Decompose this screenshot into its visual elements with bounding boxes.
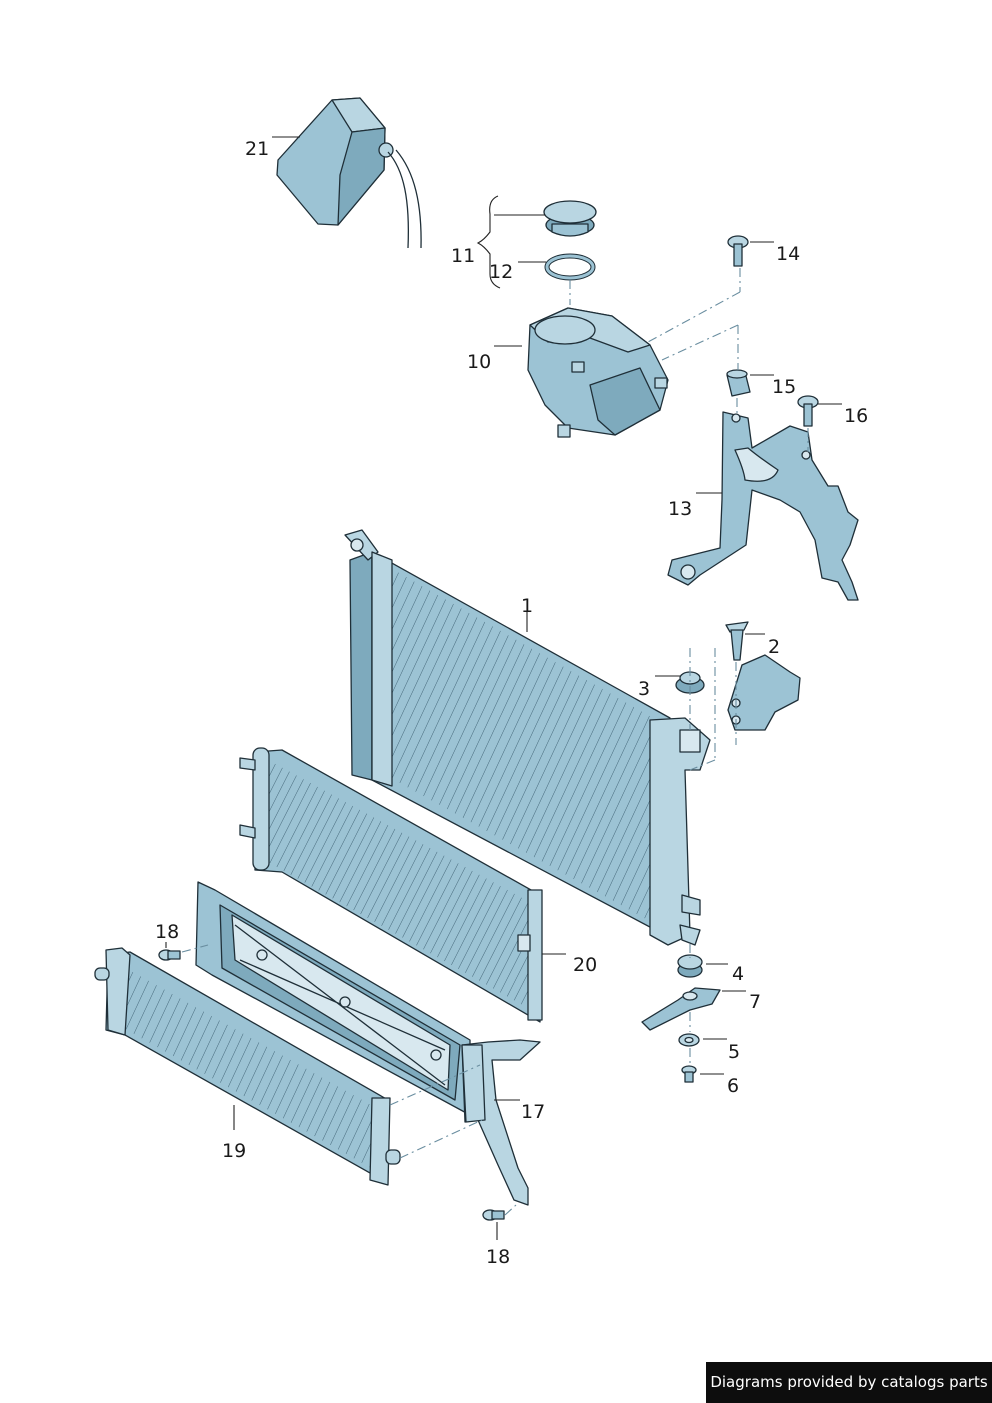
attribution-footer: Diagrams provided by catalogs parts xyxy=(706,1362,992,1403)
part-13-bracket xyxy=(667,411,859,601)
part-14-bolt xyxy=(727,235,749,267)
assembly-lines xyxy=(181,268,809,1216)
part-19-auxiliary-cooler xyxy=(94,947,401,1186)
label-5: 5 xyxy=(728,1041,740,1063)
label-16: 16 xyxy=(844,405,868,427)
part-2-pin xyxy=(725,621,749,661)
label-18-lower: 18 xyxy=(486,1246,510,1268)
label-1: 1 xyxy=(521,595,533,617)
label-4: 4 xyxy=(732,963,744,985)
label-15: 15 xyxy=(772,376,796,398)
part-17-frame xyxy=(195,881,541,1206)
label-18-upper: 18 xyxy=(155,921,179,943)
part-4-bushing xyxy=(677,954,703,978)
part-16-bolt xyxy=(797,395,819,427)
part-6-screw xyxy=(681,1065,697,1083)
part-10-expansion-tank xyxy=(527,307,669,438)
label-6: 6 xyxy=(727,1075,739,1097)
label-14: 14 xyxy=(776,243,800,265)
part-11-cap xyxy=(543,200,597,237)
label-13: 13 xyxy=(668,498,692,520)
part-20-condenser xyxy=(239,747,543,1023)
part-18-screw-lower xyxy=(482,1209,505,1221)
label-12: 12 xyxy=(489,261,513,283)
label-19: 19 xyxy=(222,1140,246,1162)
part-21-reservoir-bag xyxy=(276,97,422,249)
label-21: 21 xyxy=(245,138,269,160)
label-2: 2 xyxy=(768,636,780,658)
label-17: 17 xyxy=(521,1101,545,1123)
label-20: 20 xyxy=(573,954,597,976)
label-7: 7 xyxy=(749,991,761,1013)
part-3-grommet xyxy=(675,671,705,694)
part-5-washer xyxy=(678,1033,700,1047)
label-3: 3 xyxy=(638,678,650,700)
label-10: 10 xyxy=(467,351,491,373)
leader-lines xyxy=(165,136,842,1240)
side-bracket xyxy=(727,654,801,731)
part-labels: 21 11 12 10 14 15 16 13 1 2 3 4 7 5 6 20… xyxy=(155,138,868,1268)
label-11: 11 xyxy=(451,245,475,267)
part-1-radiator xyxy=(344,529,711,946)
part-18-screw-upper xyxy=(158,949,181,961)
part-7-mount xyxy=(641,987,721,1031)
part-15-grommet xyxy=(726,369,751,397)
